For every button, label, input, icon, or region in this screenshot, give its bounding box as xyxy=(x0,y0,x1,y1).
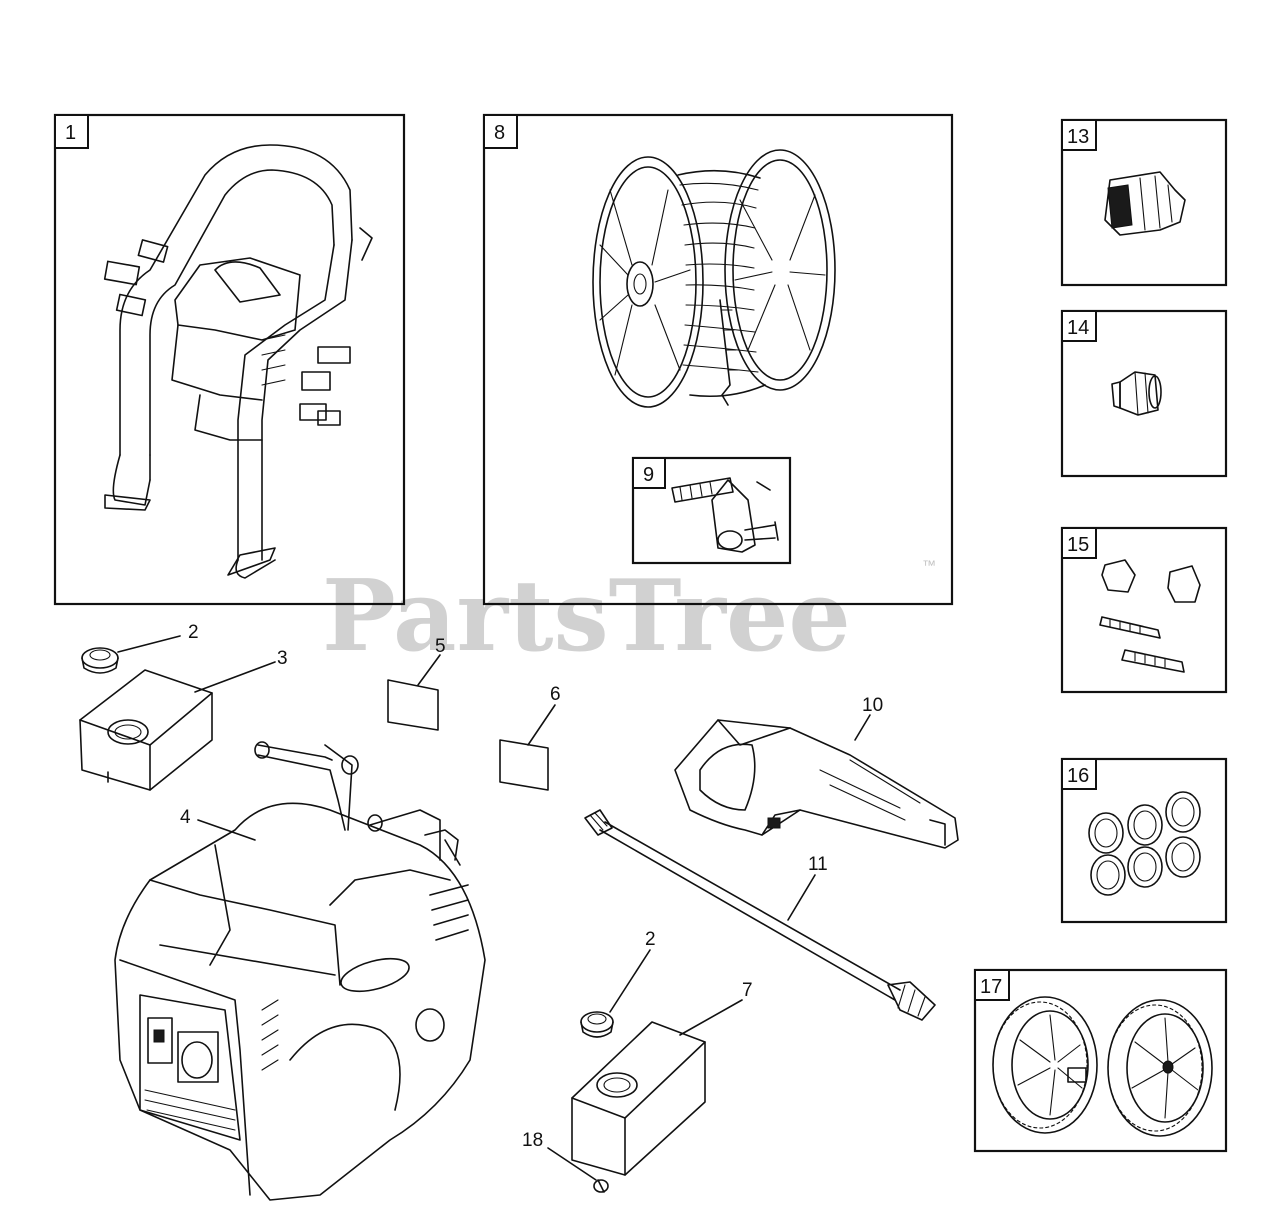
box-1-handle-frame[interactable]: 1 xyxy=(53,113,406,606)
part-18-fitting[interactable]: 18 xyxy=(522,1130,609,1193)
box-8-tag xyxy=(483,114,518,149)
watermark-text: PartsTree xyxy=(322,559,851,674)
box-15-label: 15 xyxy=(1067,534,1089,556)
part-4-pressure-washer-body[interactable]: 4 xyxy=(114,741,486,1201)
hose-reel-drawing xyxy=(592,149,836,408)
box-1-tag xyxy=(54,114,89,149)
callout-2-top: 2 xyxy=(188,622,199,643)
callout-4: 4 xyxy=(180,807,191,828)
part-2-cap-bottom[interactable]: 2 xyxy=(580,929,656,1038)
box-8-label: 8 xyxy=(494,122,505,144)
pressure-washer-body-drawing xyxy=(114,741,486,1201)
box-13-tag xyxy=(1061,119,1097,151)
box-9-reel-crank[interactable]: 9 xyxy=(631,456,792,565)
box-8-hose-reel[interactable]: 8 xyxy=(482,113,954,606)
box-16-tag xyxy=(1061,758,1097,790)
box-9-border xyxy=(631,456,792,565)
part-10-spray-gun[interactable]: 10 xyxy=(674,695,959,849)
box-1-label: 1 xyxy=(65,122,76,144)
box-15-fittings-kit[interactable]: 15 xyxy=(1060,526,1228,694)
reel-crank-drawing xyxy=(671,477,779,553)
callout-6: 6 xyxy=(550,684,561,705)
fittings-kit-drawing xyxy=(1099,559,1201,673)
box-17-label: 17 xyxy=(980,976,1002,998)
callout-11: 11 xyxy=(808,854,828,875)
box-9-label: 9 xyxy=(643,464,654,486)
box-14-tag xyxy=(1061,310,1097,342)
part-6-decal[interactable]: 6 xyxy=(499,684,561,791)
box-1-border xyxy=(53,113,406,606)
box-16-o-ring-kit[interactable]: 16 xyxy=(1060,757,1228,924)
o-ring-kit-drawing xyxy=(1088,791,1201,896)
callout-5: 5 xyxy=(435,636,446,657)
box-16-border xyxy=(1060,757,1228,924)
callout-10: 10 xyxy=(862,695,883,716)
box-17-wheels[interactable]: 17 xyxy=(973,968,1228,1153)
wheels-drawing xyxy=(992,996,1213,1137)
box-15-tag xyxy=(1061,527,1097,559)
box-8-border xyxy=(482,113,954,606)
box-9-tag xyxy=(632,457,666,489)
box-15-border xyxy=(1060,526,1228,694)
box-17-border xyxy=(973,968,1228,1153)
part-5-decal[interactable]: 5 xyxy=(387,636,446,731)
part-11-wand[interactable]: 11 xyxy=(584,809,936,1021)
box-13-label: 13 xyxy=(1067,126,1089,148)
callout-3: 3 xyxy=(277,648,288,669)
handle-frame-drawing xyxy=(103,144,373,579)
watermark-trademark: ™ xyxy=(922,557,936,573)
quick-connect-drawing xyxy=(1111,371,1162,416)
part-7-tank[interactable]: 7 xyxy=(571,980,753,1176)
part-3-tank[interactable]: 3 xyxy=(79,648,288,791)
box-17-tag xyxy=(974,969,1010,1001)
box-13-border xyxy=(1060,118,1228,287)
box-13-nozzle-adapter[interactable]: 13 xyxy=(1060,118,1228,287)
box-14-quick-connect[interactable]: 14 xyxy=(1060,309,1228,478)
watermark: PartsTree ™ xyxy=(322,557,936,674)
box-14-border xyxy=(1060,309,1228,478)
part-2-cap-top[interactable]: 2 xyxy=(81,622,199,674)
callout-18: 18 xyxy=(522,1130,543,1151)
box-14-label: 14 xyxy=(1067,317,1089,339)
callout-2-bottom: 2 xyxy=(645,929,656,950)
nozzle-adapter-drawing xyxy=(1104,171,1186,236)
callout-7: 7 xyxy=(742,980,753,1001)
box-16-label: 16 xyxy=(1067,765,1089,787)
